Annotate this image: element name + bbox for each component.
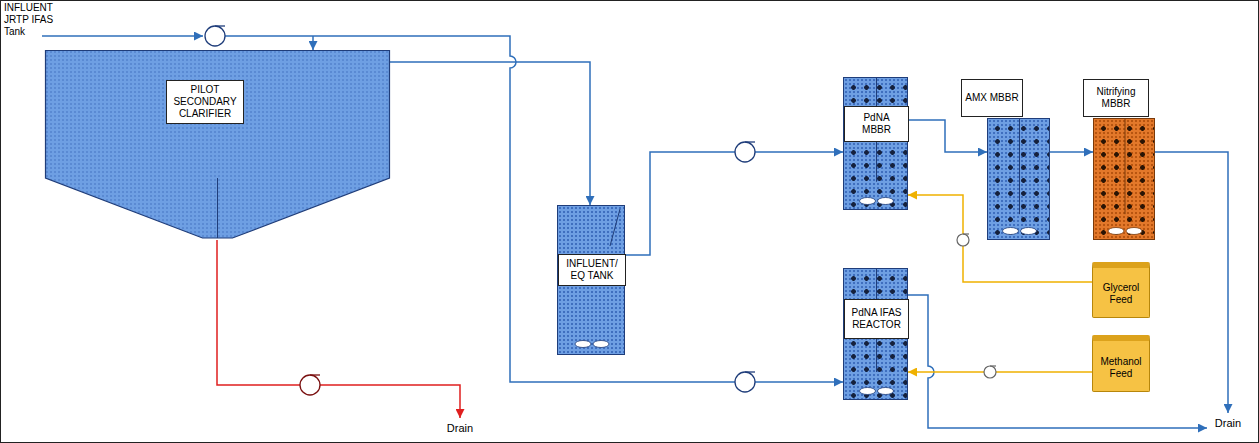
aeration-diffuser [1126,228,1142,235]
vessel-outline [844,78,907,209]
clarifier-feed-pipe [312,36,314,50]
drawing-part [735,372,755,392]
drain-label: Drain [443,422,477,434]
effluent-pipe [1155,152,1228,413]
sludge-drain-pipe [320,385,460,418]
label-box: PILOT SECONDARY CLARIFIER [166,80,244,124]
drawing-part [957,234,969,246]
influent-pipe [42,35,203,37]
drawing-part [745,371,755,372]
node-text: INFLUENT/ EQ TANK [562,258,622,282]
drawing-part [205,26,225,46]
ifas-effluent-pipe [908,295,1207,428]
mbbr-reactor: Nitrifying MBBR [1093,118,1155,240]
drain-label: Drain [1211,417,1245,429]
process-flow-line [1050,151,1093,153]
aeration-diffuser [860,198,876,205]
process-flow-line [390,62,590,205]
label-box: Methanol Feed [1091,345,1151,390]
node-text: Nitrifying MBBR [1087,86,1145,110]
node-text: PdNA IFAS REACTOR [848,307,905,331]
chemical-dosing-line [908,371,1092,373]
clarifier-outline [46,51,390,239]
clarifier-center-line [217,178,218,238]
mixer-blade [593,341,609,348]
mbbr-reactor: AMX MBBR [987,118,1050,240]
sludge-pump-symbol [300,375,320,395]
vessel-outline [45,50,390,240]
label-box: Glycerol Feed [1091,272,1151,316]
chemical-feed-tank: Methanol Feed [1092,335,1150,392]
label-box: PdNA MBBR [844,106,909,142]
label-box: AMX MBBR [961,79,1023,117]
process-flow-line [908,120,987,152]
chemical-feed-tank: Glycerol Feed [1092,262,1150,318]
vessel-outline [988,119,1049,239]
reactor-baffle [1019,119,1020,214]
vessel-outline [1094,119,1154,239]
reactor-baffle [1125,119,1126,214]
node-text: PILOT SECONDARY CLARIFIER [170,84,240,120]
drawing-part [745,141,755,142]
label-box: INFLUENT/ EQ TANK [558,254,626,286]
source-label: INFLUENT JRTP IFAS Tank [4,2,66,38]
node-text: Glycerol Feed [1094,282,1148,306]
process-flow-line [625,152,843,255]
aeration-diffuser [1003,228,1019,235]
ifas-feed-pipe [755,381,843,383]
drawing-part [300,375,320,395]
tank-weir [610,209,620,246]
aeration-diffuser [878,198,894,205]
aeration-diffuser [878,388,894,395]
node-text: AMX MBBR [965,92,1018,104]
label-box: PdNA IFAS REACTOR [844,299,909,339]
mixer-blade [575,341,591,348]
label-box: Nitrifying MBBR [1083,79,1149,117]
node-text: Methanol Feed [1094,356,1148,380]
aeration-diffuser [1108,228,1124,235]
secondary-clarifier: PILOT SECONDARY CLARIFIER [45,50,390,240]
drawing-part [984,366,996,378]
mbbr-reactor: PdNA MBBR [843,77,908,210]
aeration-diffuser [1021,228,1037,235]
ifas-reactor: PdNA IFAS REACTOR [843,268,908,400]
drawing-part [990,365,996,366]
sludge-pipe [217,240,300,385]
drawing-part [735,142,755,162]
node-text: PdNA MBBR [848,112,905,136]
dosing-pump-symbol [957,234,996,378]
drawing-part [215,25,225,26]
drawing-part [310,374,320,375]
aeration-diffuser [860,388,876,395]
equalization-tank: INFLUENT/ EQ TANK [557,205,625,355]
drawing-part [963,233,969,234]
